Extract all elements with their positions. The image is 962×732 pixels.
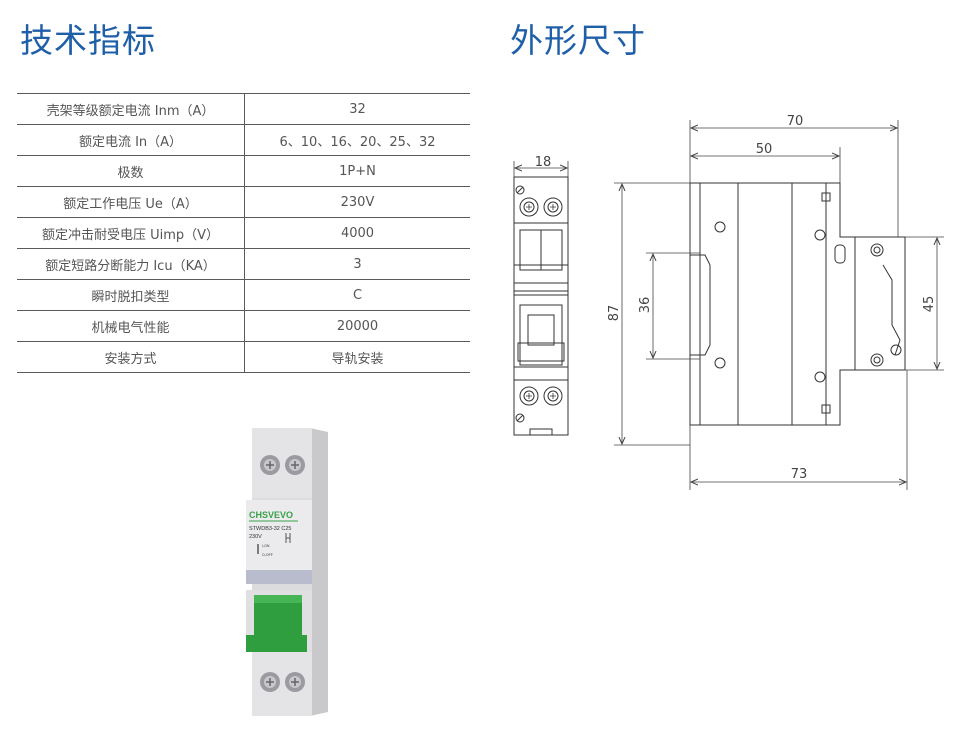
table-row: 安装方式 导轨安装 <box>17 341 470 373</box>
spec-value: 32 <box>244 93 470 125</box>
dimensions-title: 外形尺寸 <box>510 21 646 60</box>
dim-height: 87 <box>607 305 622 322</box>
spec-value: 导轨安装 <box>244 341 470 373</box>
specs-table: 壳架等级额定电流 Inm（A） 32 额定电流 In（A） 6、10、16、20… <box>17 93 470 373</box>
cross-screw-icon <box>285 455 305 475</box>
cross-screw-icon <box>285 672 305 692</box>
spec-label: 极数 <box>17 155 245 187</box>
off-mark: O-OFF <box>262 553 273 557</box>
model-label: STWDB3-32 C25 <box>249 526 292 532</box>
spec-value: C <box>244 279 470 311</box>
specs-title: 技术指标 <box>20 21 156 60</box>
dim-base-depth: 73 <box>791 467 808 482</box>
spec-label: 额定工作电压 Ue（A） <box>17 186 245 218</box>
spec-label: 瞬时脱扣类型 <box>17 279 245 311</box>
spec-label: 额定冲击耐受电压 Uimp（V） <box>17 217 245 249</box>
earth-terminal-icon <box>515 185 525 195</box>
dim-depth-to-rail: 50 <box>756 142 773 157</box>
dim-front-width: 18 <box>535 155 552 170</box>
front-view <box>513 176 569 436</box>
table-row: 极数 1P+N <box>17 155 470 187</box>
table-row: 额定短路分断能力 Icu（KA） 3 <box>17 248 470 280</box>
dim-window-height: 36 <box>638 297 653 314</box>
cross-screw-icon <box>260 672 280 692</box>
on-mark: I-ON <box>262 544 270 548</box>
voltage-label: 230V <box>249 534 262 540</box>
spec-value: 3 <box>244 248 470 280</box>
spec-label: 壳架等级额定电流 Inm（A） <box>17 93 245 125</box>
spec-value: 4000 <box>244 217 470 249</box>
dim-rail-height: 45 <box>922 296 937 313</box>
table-row: 额定冲击耐受电压 Uimp（V） 4000 <box>17 217 470 249</box>
spec-value: 6、10、16、20、25、32 <box>244 124 470 156</box>
cross-screw-icon <box>260 455 280 475</box>
spec-value: 1P+N <box>244 155 470 187</box>
table-row: 机械电气性能 20000 <box>17 310 470 342</box>
toggle-handle <box>246 595 307 652</box>
spec-label: 机械电气性能 <box>17 310 245 342</box>
spec-label: 额定电流 In（A） <box>17 124 245 156</box>
side-view <box>689 182 906 426</box>
brand-label: CHSVEVO <box>249 510 293 520</box>
table-row: 瞬时脱扣类型 C <box>17 279 470 311</box>
spec-label: 额定短路分断能力 Icu（KA） <box>17 248 245 280</box>
spec-value: 20000 <box>244 310 470 342</box>
dim-overall-depth: 70 <box>787 114 804 129</box>
spec-value: 230V <box>244 186 470 218</box>
table-row: 壳架等级额定电流 Inm（A） 32 <box>17 93 470 125</box>
table-row: 额定工作电压 Ue（A） 230V <box>17 186 470 218</box>
table-row: 额定电流 In（A） 6、10、16、20、25、32 <box>17 124 470 156</box>
spec-label: 安装方式 <box>17 341 245 373</box>
dimension-drawing: 18 70 50 87 36 45 73 <box>513 114 944 490</box>
product-photo: CHSVEVO STWDB3-32 C25 230V I-ON O-OFF <box>246 428 328 716</box>
